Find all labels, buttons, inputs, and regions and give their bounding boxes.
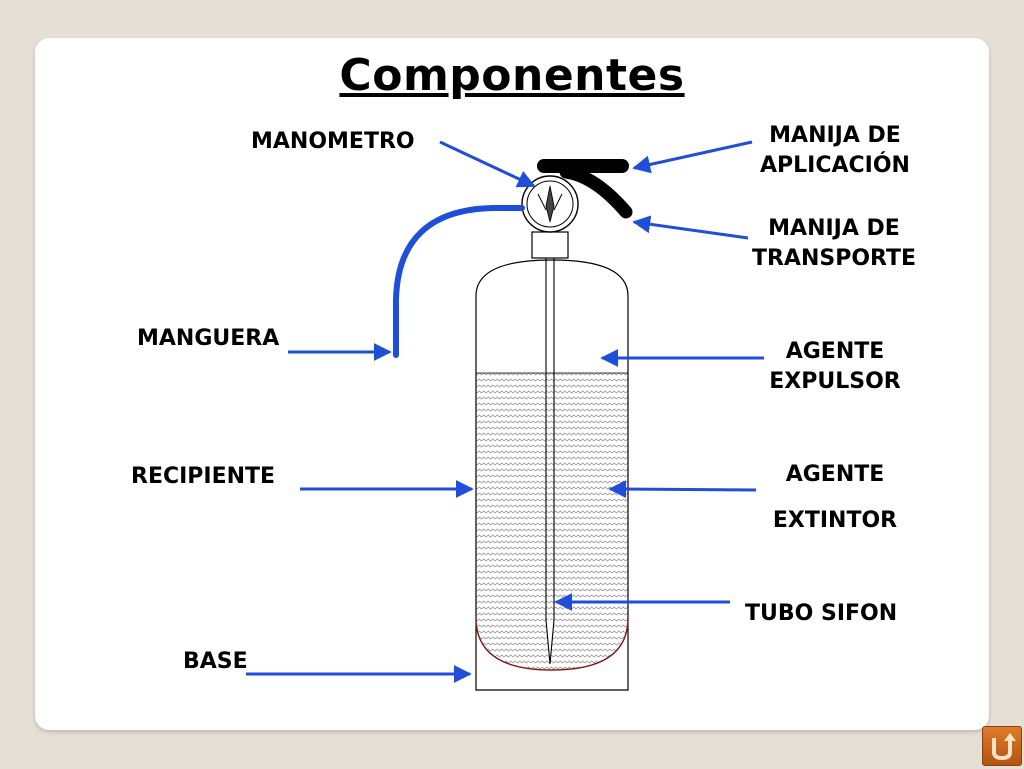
extinguishing-agent-fill	[476, 373, 628, 618]
pressure-gauge	[521, 175, 579, 233]
label-manija-transporte: MANIJA DE TRANSPORTE	[738, 214, 930, 274]
slide-title: Componentes	[339, 50, 685, 101]
label-recipiente: RECIPIENTE	[131, 464, 276, 489]
valve-neck	[531, 231, 569, 259]
pointer-arrows	[246, 140, 764, 683]
cylinder-body	[475, 259, 629, 691]
arrow-agente-extintor	[608, 480, 757, 499]
label-agente-expulsor: AGENTE EXPULSOR	[750, 337, 920, 397]
label-tubo-sifon: TUBO SIFON	[745, 601, 898, 626]
label-manija-transporte-line1: MANIJA DE	[768, 216, 900, 241]
handles	[537, 159, 633, 219]
label-manija-transporte-line2: TRANSPORTE	[751, 246, 917, 271]
hose	[393, 205, 525, 358]
label-base: BASE	[183, 649, 248, 674]
label-manguera: MANGUERA	[137, 326, 280, 351]
label-agente-extintor-line1: AGENTE	[785, 462, 885, 487]
label-manija-aplicacion-line1: MANIJA DE	[769, 123, 901, 148]
arrow-manija-transporte	[632, 215, 749, 240]
transport-handle	[559, 165, 633, 219]
label-manometro: MANOMETRO	[251, 129, 415, 154]
label-manija-aplicacion-line2: APLICACIÓN	[760, 153, 910, 178]
label-agente-extintor: AGENTE EXTINTOR	[752, 460, 918, 536]
label-manija-aplicacion: MANIJA DE APLICACIÓN	[742, 121, 928, 181]
siphon-tube	[545, 258, 555, 665]
arrow-manometro	[439, 140, 536, 188]
label-agente-extintor-line2: EXTINTOR	[772, 508, 898, 533]
return-arrow-icon	[992, 733, 1016, 761]
label-agente-expulsor-line1: AGENTE	[785, 339, 885, 364]
label-agente-expulsor-line2: EXPULSOR	[769, 369, 901, 394]
return-button[interactable]	[982, 726, 1022, 766]
arrow-manija-aplicacion	[632, 140, 753, 174]
